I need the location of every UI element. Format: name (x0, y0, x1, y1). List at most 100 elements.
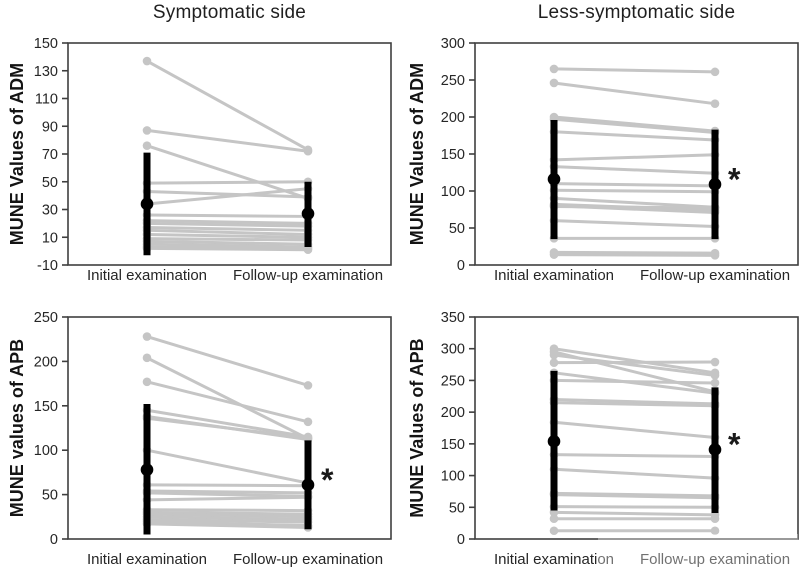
x-category-followup: Follow-up examination (232, 551, 384, 568)
paired-line (145, 237, 310, 242)
paired-line (552, 401, 717, 408)
data-point-followup (710, 378, 720, 388)
paired-line (552, 196, 717, 209)
y-axis-label-adm-symptomatic: MUNE Values of ADM (7, 62, 27, 246)
data-point-initial (549, 250, 559, 259)
significance-asterisk: * (728, 427, 741, 463)
data-point-initial (549, 350, 559, 360)
paired-line (145, 239, 310, 246)
paired-line (552, 347, 717, 375)
mean-marker-initial (547, 172, 561, 186)
paired-line (145, 512, 310, 519)
data-point-initial (142, 332, 152, 341)
x-category-initial: Initial examination (86, 267, 208, 284)
paired-line (552, 165, 717, 175)
paired-line (145, 510, 310, 516)
data-point-initial (142, 126, 152, 135)
y-tick-label: 50 (449, 500, 465, 516)
data-point-initial (549, 78, 559, 88)
column-title-less-symptomatic: Less-symptomatic side (537, 2, 736, 23)
paired-line (552, 117, 717, 135)
y-axis-label-apb-less-symptomatic: MUNE Values of APB (407, 338, 427, 518)
mean-marker-initial (140, 197, 154, 211)
data-point-initial (549, 526, 559, 536)
y-tick-label: 250 (441, 73, 465, 89)
paired-line (145, 517, 310, 524)
paired-line (145, 232, 310, 239)
paired-line (145, 515, 310, 521)
paired-line (145, 483, 310, 488)
data-point-followup (710, 251, 720, 260)
paired-line (552, 467, 717, 480)
plot-box (67, 316, 392, 540)
y-axis-label-adm-less-symptomatic: MUNE Values of ADM (407, 62, 427, 246)
paired-line (552, 205, 717, 210)
mean-marker-followup (301, 207, 315, 220)
paired-line (552, 81, 717, 106)
paired-line (552, 420, 717, 440)
y-tick-label: 0 (457, 532, 465, 548)
mean-marker-followup (708, 178, 722, 191)
paired-line (552, 378, 717, 385)
y-tick-label: 150 (34, 399, 58, 415)
data-point-initial (142, 377, 152, 387)
paired-line (552, 353, 717, 377)
data-point-initial (142, 353, 152, 363)
column-title-symptomatic: Symptomatic side (152, 2, 307, 23)
y-tick-label: 300 (441, 36, 465, 52)
data-point-followup (303, 245, 313, 255)
y-tick-label: 100 (441, 469, 465, 485)
paired-line (552, 153, 717, 162)
paired-line (552, 453, 717, 459)
paired-line (145, 522, 310, 529)
data-point-initial (142, 56, 152, 66)
x-category-followup: Follow-up examination (232, 267, 384, 284)
significance-asterisk: * (728, 161, 741, 197)
paired-line (145, 508, 310, 513)
paired-line (145, 408, 310, 439)
y-tick-label: 100 (34, 443, 58, 459)
paired-line (552, 397, 717, 406)
paired-line (145, 144, 310, 200)
data-point-followup (303, 433, 313, 443)
mean-marker-followup (708, 443, 722, 456)
paired-line (145, 489, 310, 495)
y-tick-label: 250 (441, 373, 465, 389)
plot-box (474, 316, 799, 540)
paired-line (552, 130, 717, 142)
paired-line (145, 226, 310, 232)
data-point-followup (710, 371, 720, 380)
y-tick-label: 70 (42, 147, 58, 163)
paired-line (145, 221, 310, 228)
y-tick-label: 50 (42, 488, 58, 504)
data-point-followup (303, 381, 313, 390)
y-tick-label: 50 (449, 221, 465, 237)
paired-line (552, 510, 717, 517)
x-category-initial: Initial examination (86, 551, 208, 568)
paired-line (145, 180, 310, 185)
x-category-followup: Follow-up examination (639, 267, 791, 284)
paired-line (145, 128, 310, 153)
y-tick-label: 250 (34, 310, 58, 326)
x-axis-labels: Initial examination Follow-up examinatio… (400, 267, 800, 289)
data-point-followup (710, 526, 720, 536)
y-tick-label: 110 (35, 92, 58, 108)
paired-line (145, 213, 310, 218)
x-axis-labels: Initial examination Follow-up examinatio… (0, 551, 400, 573)
data-point-initial (549, 358, 559, 367)
x-category-followup: Follow-up examination (639, 551, 791, 568)
paired-line (552, 253, 717, 257)
significance-asterisk: * (321, 462, 334, 498)
x-axis-labels: Initial examination Follow-up examinatio… (400, 551, 800, 573)
paired-line (552, 493, 717, 500)
data-point-initial (142, 141, 152, 150)
data-point-initial (549, 64, 559, 74)
data-point-followup (710, 514, 720, 524)
y-tick-label: 0 (50, 532, 58, 548)
y-tick-label: 200 (441, 110, 465, 126)
